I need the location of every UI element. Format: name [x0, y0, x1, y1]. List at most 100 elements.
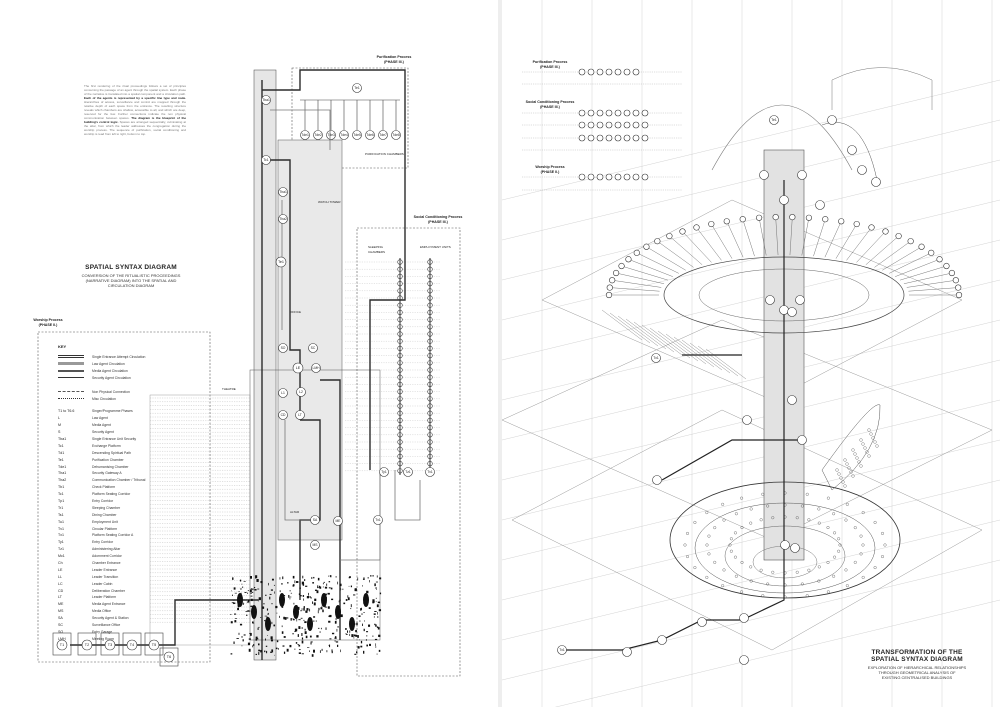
ink-mark — [250, 632, 252, 636]
ink-mark — [373, 616, 375, 618]
ink-mark — [374, 623, 376, 626]
strip-node — [596, 121, 604, 129]
process-phase: (PHASE III.) — [384, 59, 404, 64]
diagram-node: LMH — [311, 363, 321, 373]
ink-mark — [314, 598, 317, 602]
legend-code-label: Adornment Corridor — [92, 554, 122, 559]
ink-mark — [309, 650, 310, 652]
ramp-step — [601, 309, 643, 341]
ink-mark — [265, 638, 266, 641]
fan-seat — [837, 472, 841, 476]
seat-mark — [795, 570, 799, 574]
ink-mark — [353, 594, 356, 596]
strip-node — [587, 121, 595, 129]
axon-node — [797, 435, 807, 445]
process-name: Social Conditioning Process — [413, 215, 463, 219]
seat-mark — [861, 575, 865, 579]
seat-mark — [853, 560, 857, 564]
legend-code: Tx1 — [58, 533, 64, 538]
process-name: Social Conditioning Process — [525, 100, 575, 104]
ring-node — [907, 238, 914, 245]
ink-mark — [335, 641, 339, 643]
ink-mark — [358, 615, 361, 618]
ink-mark — [281, 631, 284, 634]
ring-node — [606, 284, 613, 291]
ink-mark — [269, 593, 272, 595]
ink-mark — [292, 618, 294, 620]
ink-blot — [335, 605, 341, 619]
ink-mark — [337, 581, 339, 585]
diagram-node: L1 — [278, 388, 288, 398]
ink-mark — [335, 576, 337, 578]
strip-node — [623, 109, 631, 117]
ink-mark — [309, 635, 312, 638]
strip-node — [614, 68, 622, 76]
ink-mark — [282, 576, 284, 580]
ink-mark — [348, 585, 350, 587]
ink-mark — [378, 634, 381, 637]
ink-mark — [372, 635, 374, 637]
ink-mark — [339, 599, 341, 601]
ink-blot — [279, 593, 285, 607]
ink-mark — [317, 627, 320, 629]
ink-mark — [324, 586, 328, 589]
legend-code-label: Media Agent Entrance — [92, 602, 126, 607]
node-frame — [144, 632, 164, 656]
strip-node — [578, 68, 586, 76]
ink-mark — [376, 575, 378, 578]
ink-mark — [349, 633, 351, 636]
legend-code: Mc1 — [58, 554, 65, 559]
legend-code-label: Security Gateway A — [92, 471, 122, 476]
ink-mark — [250, 605, 253, 607]
ink-mark — [375, 587, 377, 589]
seat-mark — [740, 526, 744, 530]
fan-seat — [875, 444, 879, 448]
ink-mark — [294, 648, 296, 650]
diagram-node: CD — [278, 410, 288, 420]
node-frame — [159, 647, 179, 667]
ink-mark — [270, 651, 273, 653]
ink-mark — [377, 611, 378, 615]
ink-mark — [252, 645, 254, 648]
ramp-step — [617, 315, 659, 347]
ink-mark — [316, 590, 319, 594]
legend-line-label: Law Agent Circulation — [92, 361, 125, 366]
ink-mark — [236, 637, 239, 639]
purification-node: Tde4 — [339, 130, 349, 140]
ink-mark — [268, 582, 269, 586]
legend-line-label: Non Physical Connection — [92, 389, 130, 394]
seat-mark — [805, 492, 809, 496]
fan-seat — [843, 458, 847, 462]
ramp-step — [673, 336, 715, 368]
ink-mark — [230, 653, 233, 655]
ink-mark — [275, 647, 278, 650]
ink-mark — [328, 587, 331, 589]
legend-line-row: Misc Circulation — [58, 395, 153, 402]
node-label: Tde8 — [392, 133, 400, 137]
zone-label-theatre: THEATRE — [222, 387, 236, 391]
axon-node — [787, 395, 797, 405]
page-gutter — [498, 0, 502, 707]
fan-seat — [865, 450, 869, 454]
intro-paragraph: The first rendering of the ritual procee… — [84, 84, 187, 136]
legend-code: LMH — [58, 636, 66, 641]
node-label: LMH — [312, 366, 320, 370]
ink-mark — [359, 620, 361, 622]
legend-code: Tde1 — [58, 464, 67, 469]
ink-mark — [270, 639, 274, 642]
ink-mark — [268, 612, 269, 615]
ink-mark — [279, 615, 280, 618]
ink-mark — [292, 584, 294, 587]
node-label: Tx1 — [559, 648, 565, 652]
process-phase: (PHASE III.) — [540, 64, 560, 69]
ink-mark — [283, 651, 286, 654]
purification-zone-outline — [291, 67, 409, 169]
diagram-node: Ty1 — [379, 467, 389, 477]
node-label: T1 — [60, 643, 64, 647]
